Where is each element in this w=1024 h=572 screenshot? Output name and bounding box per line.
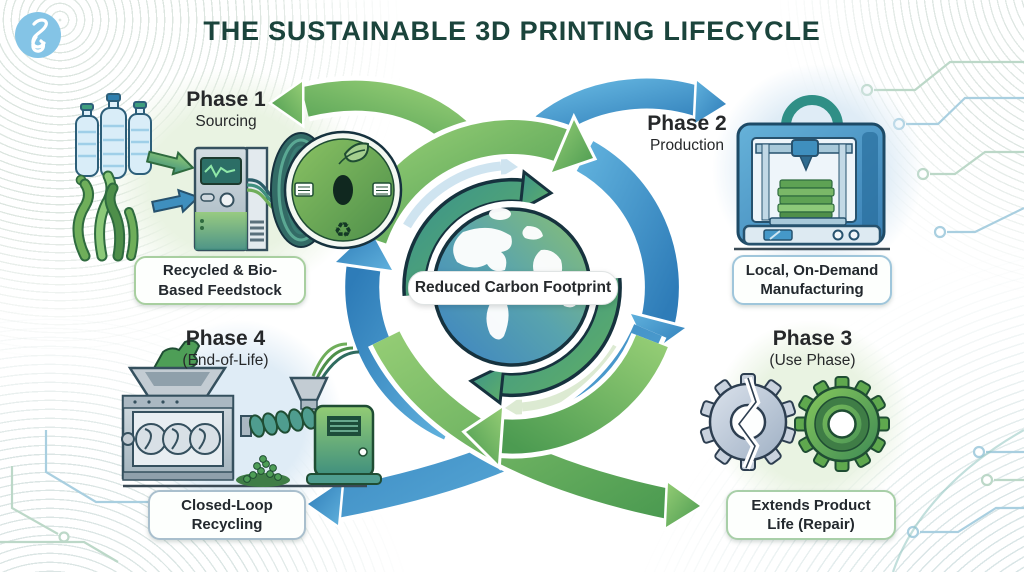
phase4-heading: Phase 4 (End-of-Life) <box>148 327 303 370</box>
phase2-artwork <box>734 95 890 251</box>
repaired-gear-icon <box>794 376 890 472</box>
blue-arrow-right-icon <box>151 188 201 214</box>
script-monogram-icon <box>31 18 48 53</box>
filament-extruder-icon <box>193 146 269 252</box>
phase3-heading: Phase 3 (Use Phase) <box>735 327 890 370</box>
3d-printer-icon <box>734 95 890 251</box>
green-arrow-right-icon <box>145 150 195 176</box>
filament-spool-icon: ♻ <box>270 130 403 250</box>
pellet-extruder-icon <box>240 342 382 485</box>
phase1-heading: Phase 1 Sourcing <box>150 88 302 131</box>
arrow-to-phase2 <box>532 73 731 145</box>
recycled-filament-strands <box>311 342 360 381</box>
phase3-label: Extends Product Life (Repair) <box>726 490 896 540</box>
brand-logo <box>15 12 61 58</box>
recycle-icon: ♻ <box>334 218 353 242</box>
phase2-heading: Phase 2 Production <box>612 112 762 155</box>
algae-icon <box>72 170 139 262</box>
phase4-label: Closed-Loop Recycling <box>148 490 306 540</box>
broken-gear-icon <box>699 373 797 471</box>
phase1-artwork: ♻ <box>72 93 403 262</box>
phase4-artwork <box>121 340 382 488</box>
phase2-title: Phase 2 <box>647 112 727 135</box>
phase1-subtitle: Sourcing <box>195 113 257 130</box>
phase2-label: Local, On-Demand Manufacturing <box>732 255 892 305</box>
outer-ring-green-bottom-arrow <box>461 332 673 471</box>
phase3-subtitle: (Use Phase) <box>769 352 856 369</box>
pellets-icon <box>236 455 290 487</box>
phase1-label: Recycled & Bio-Based Feedstock <box>134 256 306 305</box>
phase2-subtitle: Production <box>649 137 725 154</box>
page-title: THE SUSTAINABLE 3D PRINTING LIFECYCLE <box>203 16 821 46</box>
shredder-icon <box>121 340 235 481</box>
phase4-title: Phase 4 <box>185 327 266 350</box>
phase3-artwork <box>699 373 890 472</box>
plastic-bottles-icon <box>75 93 152 179</box>
outer-ring-blue-down-arrow <box>573 136 692 358</box>
phase1-title: Phase 1 <box>186 88 266 111</box>
center-label: Reduced Carbon Footprint <box>408 271 618 305</box>
phase3-title: Phase 3 <box>772 327 853 350</box>
phase4-subtitle: (End-of-Life) <box>182 352 269 369</box>
